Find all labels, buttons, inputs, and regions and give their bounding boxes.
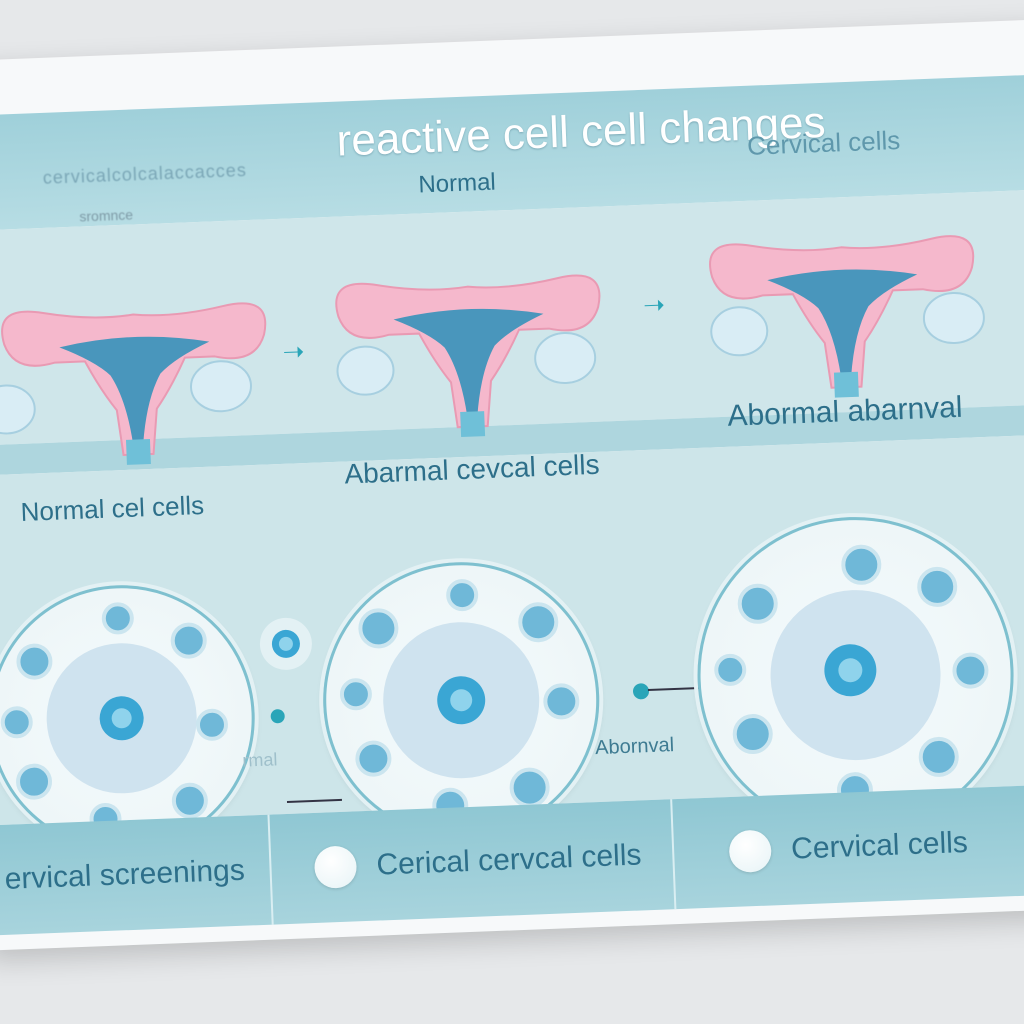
microscopy-slide-normal [0, 580, 260, 857]
arrow-icon: ➝ [642, 289, 666, 320]
arrow-icon: ➝ [282, 335, 306, 367]
uterus-diagram-abnormal-2 [709, 235, 985, 398]
header-cervical-label: Cervical cells [746, 124, 901, 161]
circle-icon [728, 829, 773, 874]
slide-cells [714, 544, 989, 809]
poster: cervicalcolcalaccacces sromnce reactive … [0, 19, 1024, 951]
blurred-subheader-text: sromnce [79, 206, 134, 225]
footer-item-cervical-cells-2: Cervical cells [687, 784, 1024, 909]
footer-item-label: Cerical cervcal cells [375, 838, 643, 882]
microscopy-label-left: rmal [241, 749, 278, 771]
uterus-diagram-normal [0, 302, 267, 465]
microscopy-slide-abnormal-1 [318, 557, 605, 844]
footer-item-cervical-cells-1: Cerical cervcal cells [282, 799, 677, 925]
microscopy-slide-abnormal-2 [691, 511, 1020, 840]
cell-icon [259, 617, 312, 670]
circle-icon [313, 845, 358, 889]
footer-item-label: Cervical cells [790, 825, 969, 866]
slide-cells [339, 579, 580, 824]
footer-item-screenings: ervical screenings [2, 814, 274, 935]
microscopy-label-right: Abornval [594, 734, 675, 760]
uterus-diagram-abnormal-1 [335, 274, 601, 438]
footer-item-label: ervical screenings [4, 853, 246, 896]
header-normal-label: Normal [417, 168, 497, 199]
slide-cells [0, 602, 228, 835]
